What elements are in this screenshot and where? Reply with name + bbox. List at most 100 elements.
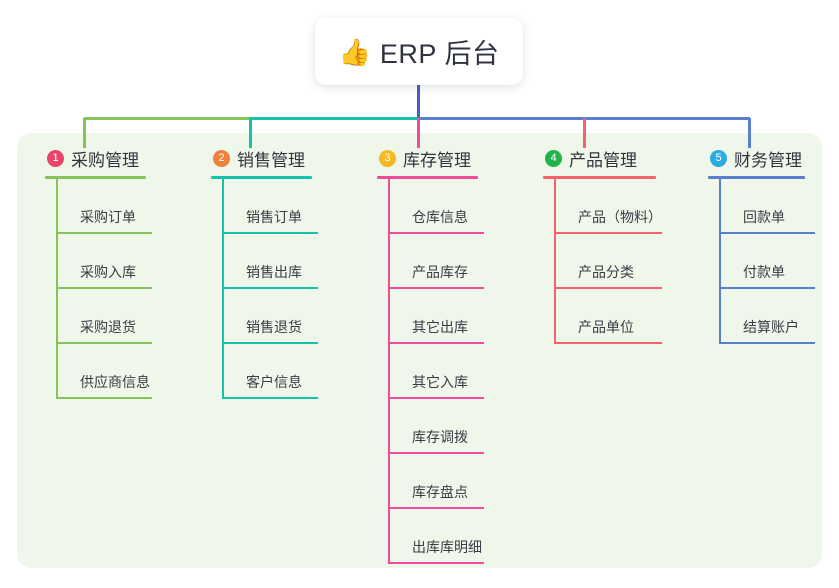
branch-underline	[45, 176, 146, 179]
branch-item-label: 结算账户	[743, 319, 799, 335]
branch-item[interactable]: 付款单	[719, 234, 815, 289]
branch-items: 回款单付款单结算账户	[719, 179, 815, 344]
branch-item-underline	[719, 232, 815, 234]
root-node[interactable]: 👍 ERP 后台	[315, 18, 523, 85]
branch-item-underline	[222, 287, 318, 289]
branch-title: 财务管理	[734, 151, 802, 170]
branch-spine	[554, 179, 556, 344]
root-title: ERP 后台	[379, 39, 500, 69]
branch-item-label: 仓库信息	[412, 209, 468, 225]
branch-item-label: 采购入库	[80, 264, 136, 280]
branch-item-label: 库存盘点	[412, 484, 468, 500]
branch-column-1: 1 采购管理采购订单采购入库采购退货供应商信息	[45, 146, 152, 399]
branch-title: 库存管理	[403, 151, 471, 170]
branch-header-5[interactable]: 5 财务管理	[708, 146, 805, 171]
branch-item[interactable]: 回款单	[719, 179, 815, 234]
branch-item-label: 采购退货	[80, 319, 136, 335]
branch-underline	[211, 176, 312, 179]
branch-item-underline	[719, 287, 815, 289]
branch-spine	[222, 179, 224, 399]
branch-item[interactable]: 库存盘点	[388, 454, 484, 509]
branches-panel	[17, 133, 822, 568]
branch-item-underline	[554, 232, 662, 234]
branch-item-underline	[56, 232, 152, 234]
branch-item[interactable]: 结算账户	[719, 289, 815, 344]
branch-item-label: 供应商信息	[80, 374, 150, 390]
branch-item-label: 销售出库	[246, 264, 302, 280]
branch-item[interactable]: 产品分类	[554, 234, 662, 289]
branch-item[interactable]: 出库库明细	[388, 509, 484, 564]
branch-title: 销售管理	[237, 151, 305, 170]
branch-item[interactable]: 产品库存	[388, 234, 484, 289]
branch-item[interactable]: 其它出库	[388, 289, 484, 344]
branch-items: 采购订单采购入库采购退货供应商信息	[56, 179, 152, 399]
branch-item[interactable]: 销售出库	[222, 234, 318, 289]
branch-item-label: 库存调拨	[412, 429, 468, 445]
branch-item[interactable]: 采购订单	[56, 179, 152, 234]
branch-item-label: 产品单位	[578, 319, 634, 335]
branch-item-underline	[388, 342, 484, 344]
branch-items: 销售订单销售出库销售退货客户信息	[222, 179, 318, 399]
branch-spine	[56, 179, 58, 399]
branch-item-label: 付款单	[743, 264, 785, 280]
branch-item-underline	[56, 342, 152, 344]
branch-item-label: 客户信息	[246, 374, 302, 390]
branch-item[interactable]: 销售订单	[222, 179, 318, 234]
branch-badge-1: 1	[47, 150, 64, 167]
branch-items: 仓库信息产品库存其它出库其它入库库存调拨库存盘点出库库明细	[388, 179, 484, 564]
branch-item[interactable]: 采购退货	[56, 289, 152, 344]
branch-item-label: 产品分类	[578, 264, 634, 280]
branch-column-2: 2 销售管理销售订单销售出库销售退货客户信息	[211, 146, 318, 399]
branch-item-label: 出库库明细	[412, 539, 482, 555]
thumbs-up-icon: 👍	[338, 36, 371, 67]
branch-item[interactable]: 供应商信息	[56, 344, 152, 399]
branch-item-underline	[388, 562, 484, 564]
branch-item[interactable]: 客户信息	[222, 344, 318, 399]
branch-item-underline	[388, 507, 484, 509]
branch-item-label: 回款单	[743, 209, 785, 225]
branch-item-label: 销售订单	[246, 209, 302, 225]
branch-item-underline	[554, 342, 662, 344]
branch-item[interactable]: 库存调拨	[388, 399, 484, 454]
branch-column-5: 5 财务管理回款单付款单结算账户	[708, 146, 815, 344]
branch-badge-2: 2	[213, 150, 230, 167]
branch-underline	[377, 176, 478, 179]
branch-item-underline	[222, 397, 318, 399]
branch-underline	[543, 176, 656, 179]
branch-item-underline	[56, 287, 152, 289]
branch-spine	[719, 179, 721, 344]
branch-item-underline	[388, 287, 484, 289]
branch-item[interactable]: 产品单位	[554, 289, 662, 344]
branch-item[interactable]: 产品（物料）	[554, 179, 662, 234]
branch-header-3[interactable]: 3 库存管理	[377, 146, 482, 171]
branch-item-underline	[388, 397, 484, 399]
branch-item[interactable]: 采购入库	[56, 234, 152, 289]
branch-spine	[388, 179, 390, 564]
branch-item-label: 其它出库	[412, 319, 468, 335]
branch-item-underline	[222, 342, 318, 344]
branch-title: 采购管理	[71, 151, 139, 170]
branch-item[interactable]: 销售退货	[222, 289, 318, 344]
branch-item-label: 其它入库	[412, 374, 468, 390]
branch-header-1[interactable]: 1 采购管理	[45, 146, 150, 171]
branch-item-label: 产品（物料）	[578, 209, 662, 225]
branch-item-underline	[554, 287, 662, 289]
branch-underline	[708, 176, 805, 179]
branch-item-underline	[719, 342, 815, 344]
branch-badge-3: 3	[379, 150, 396, 167]
branch-item-underline	[388, 452, 484, 454]
branch-column-3: 3 库存管理仓库信息产品库存其它出库其它入库库存调拨库存盘点出库库明细	[377, 146, 484, 564]
branch-item-label: 采购订单	[80, 209, 136, 225]
branch-item-label: 产品库存	[412, 264, 468, 280]
branch-item-underline	[388, 232, 484, 234]
branch-badge-5: 5	[710, 150, 727, 167]
branch-badge-4: 4	[545, 150, 562, 167]
branch-item-label: 销售退货	[246, 319, 302, 335]
branch-item[interactable]: 仓库信息	[388, 179, 484, 234]
branch-item[interactable]: 其它入库	[388, 344, 484, 399]
branch-items: 产品（物料） 产品分类产品单位	[554, 179, 662, 344]
branch-header-2[interactable]: 2 销售管理	[211, 146, 312, 171]
